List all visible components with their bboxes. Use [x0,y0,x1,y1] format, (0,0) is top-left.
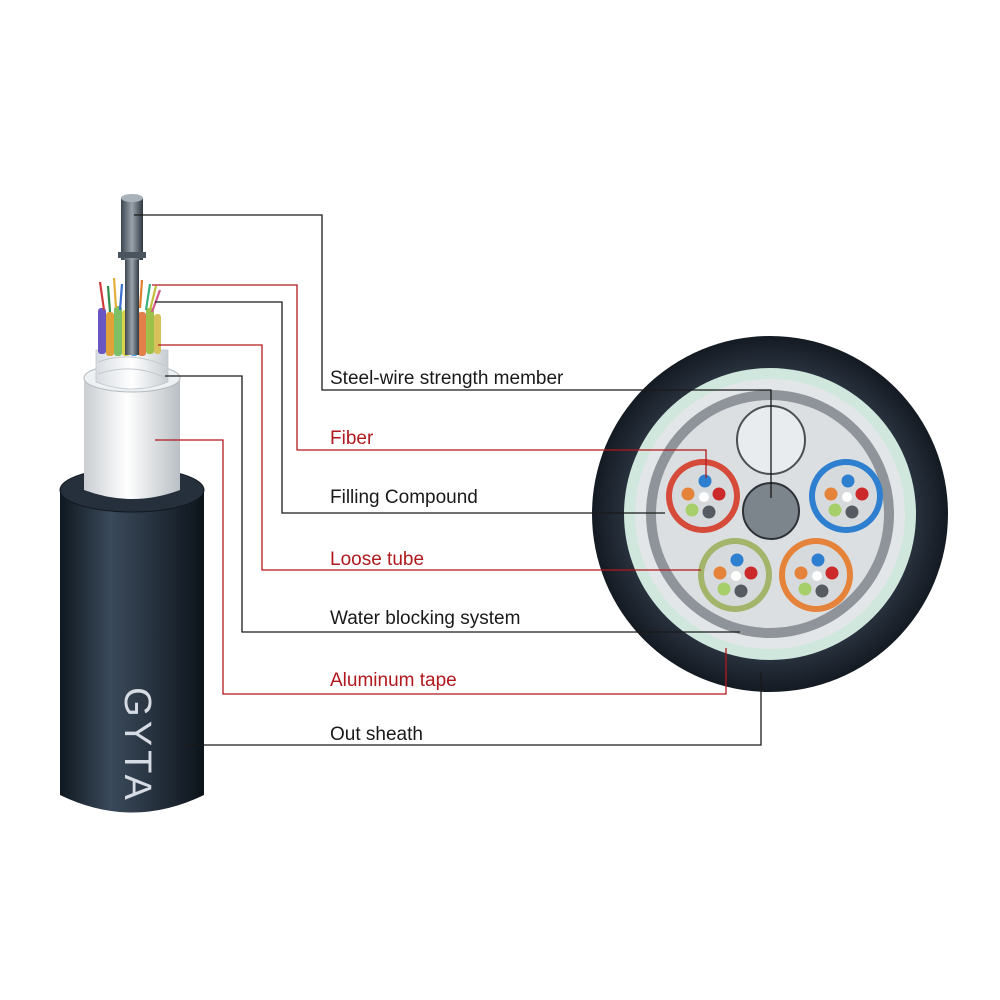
cable-cutaway [59,194,205,813]
cable-print: GYTA [96,680,176,810]
cross-tube-green [698,538,772,612]
cross-tube-blue [809,459,883,533]
label-out-sheath: Out sheath [330,724,423,745]
leader-filling [155,301,665,514]
leader-out-sheath [185,672,762,746]
label-aluminum-tape: Aluminum tape [330,670,457,691]
strength-member-stub [118,194,146,355]
leader-water-blocking [165,375,740,633]
leader-loose-tube [158,344,701,571]
leader-strength-member [134,214,772,498]
label-filling-compound: Filling Compound [330,487,478,508]
cable-print-text: GYTA [115,686,158,804]
label-fiber: Fiber [330,428,374,449]
label-water-blocking: Water blocking system [330,608,521,629]
aluminum-body [84,378,180,499]
cross-tube-orange [779,538,853,612]
leader-aluminum-tape [155,439,727,695]
leader-lines [134,214,772,746]
label-loose-tube: Loose tube [330,549,425,570]
label-strength-member: Steel-wire strength member [330,368,564,389]
sheath-body [60,490,204,813]
leader-fiber [152,284,707,478]
cross-tube-red [666,459,740,533]
